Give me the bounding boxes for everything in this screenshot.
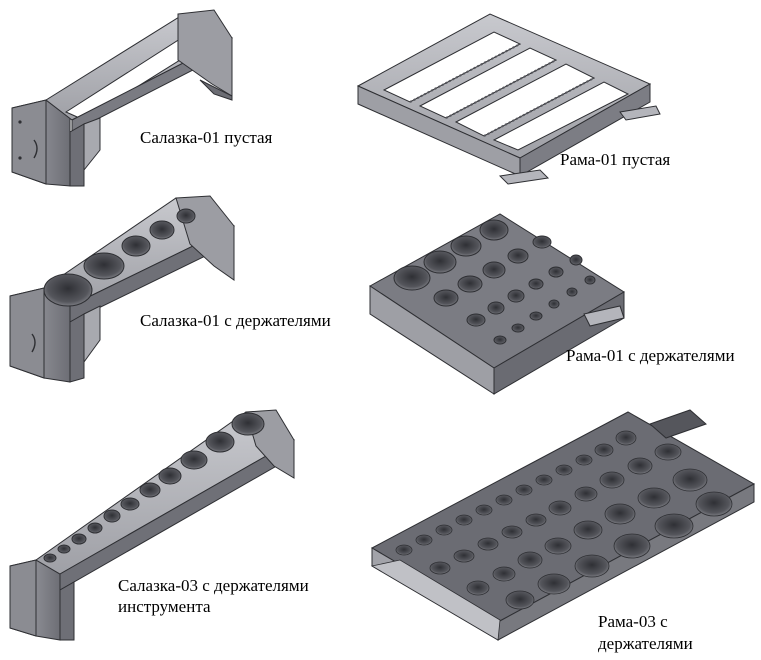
caption-rama01-holders: Рама-01 с держателями — [566, 346, 735, 365]
caption-rama03-holders-line2: держателями — [598, 634, 693, 653]
salazka01-holders-render — [9, 195, 236, 383]
rama01-holders-render — [369, 213, 625, 395]
caption-salazka01-holders: Салазка-01 с держателями — [140, 311, 331, 330]
caption-salazka03-holders-line2: инструмента — [118, 597, 211, 616]
caption-rama01-empty: Рама-01 пустая — [560, 150, 671, 169]
caption-salazka01-empty: Салазка-01 пустая — [140, 128, 273, 147]
salazka03-holders-render — [9, 409, 295, 641]
caption-salazka03-holders-line1: Салазка-03 с держателями — [118, 576, 309, 595]
caption-rama03-holders-line1: Рама-03 с — [598, 612, 668, 631]
rama01-empty-render — [356, 13, 661, 185]
salazka01-empty-render — [11, 9, 234, 187]
rama03-holders-render — [370, 409, 756, 641]
